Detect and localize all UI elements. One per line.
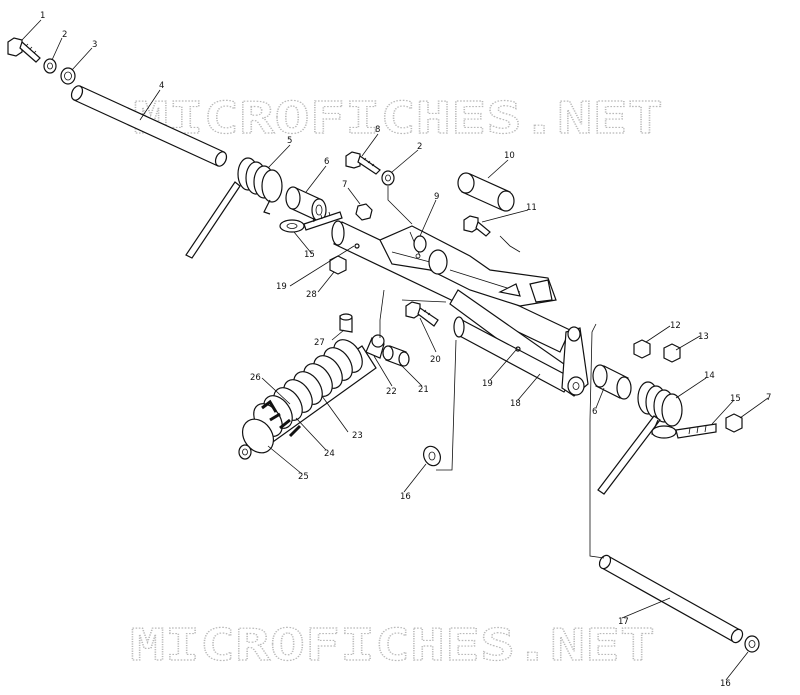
part-13-nut bbox=[663, 343, 681, 363]
part-17-shaft bbox=[598, 554, 744, 644]
label-1: 1 bbox=[40, 11, 45, 21]
label-7-left: 7 bbox=[342, 180, 347, 190]
part-19-grease-fitting bbox=[515, 346, 521, 352]
watermark-top: MICROFICHES.NET bbox=[133, 93, 663, 144]
label-5: 5 bbox=[287, 136, 292, 146]
label-20: 20 bbox=[430, 355, 441, 365]
part-7-nut-left bbox=[355, 203, 373, 221]
label-23: 23 bbox=[352, 431, 363, 441]
part-20-bolt bbox=[405, 301, 439, 327]
part-14-torsion-spring bbox=[597, 381, 683, 495]
label-17: 17 bbox=[618, 617, 629, 627]
part-28-nut bbox=[329, 255, 347, 275]
assembly-guide-lines bbox=[379, 186, 605, 559]
label-6-right: 6 bbox=[592, 407, 597, 417]
label-15-left: 15 bbox=[304, 250, 315, 260]
part-2-washer-mid bbox=[381, 170, 395, 186]
part-16-washer-mid bbox=[423, 445, 441, 467]
part-3-washer bbox=[60, 67, 76, 85]
part-5-torsion-spring bbox=[185, 157, 283, 259]
part-9-arm-bracket bbox=[379, 225, 557, 307]
label-16-bottom: 16 bbox=[720, 679, 731, 689]
label-19-left: 19 bbox=[276, 282, 287, 292]
part-shock-absorber bbox=[238, 334, 385, 460]
label-25: 25 bbox=[298, 472, 309, 482]
part-arm-plate-right bbox=[561, 326, 589, 397]
label-11: 11 bbox=[526, 203, 537, 213]
label-19-right: 19 bbox=[482, 379, 493, 389]
part-12-nut bbox=[633, 339, 651, 359]
watermark-bottom: MICROFICHES.NET bbox=[130, 620, 655, 671]
part-19-grease-fitting-upper bbox=[354, 243, 360, 249]
part-27-bushing bbox=[339, 313, 353, 333]
label-9: 9 bbox=[434, 192, 439, 202]
leader-lines bbox=[21, 19, 769, 681]
label-13: 13 bbox=[698, 332, 709, 342]
label-7-right: 7 bbox=[766, 393, 771, 403]
part-15-eye-bolt bbox=[279, 211, 343, 233]
label-14: 14 bbox=[704, 371, 715, 381]
label-15-right: 15 bbox=[730, 394, 741, 404]
part-8-bolt bbox=[345, 151, 381, 175]
label-12: 12 bbox=[670, 321, 681, 331]
part-21-spacer bbox=[382, 345, 410, 367]
label-21: 21 bbox=[418, 385, 429, 395]
label-2-mid: 2 bbox=[417, 142, 422, 152]
label-6-left: 6 bbox=[324, 157, 329, 167]
label-8: 8 bbox=[375, 125, 380, 135]
part-7-nut-right bbox=[725, 413, 743, 433]
part-1-bolt bbox=[7, 37, 41, 63]
part-20-grease-fitting-upper bbox=[415, 253, 421, 259]
label-24: 24 bbox=[324, 449, 335, 459]
label-28: 28 bbox=[306, 290, 317, 300]
part-15-eye-bolt-right bbox=[651, 423, 717, 439]
part-6-bushing-left bbox=[285, 186, 327, 222]
label-18: 18 bbox=[510, 399, 521, 409]
part-10-bushing bbox=[457, 172, 515, 212]
label-4: 4 bbox=[159, 81, 164, 91]
label-27: 27 bbox=[314, 338, 325, 348]
part-11-bolt bbox=[463, 215, 491, 237]
label-26: 26 bbox=[250, 373, 261, 383]
label-22: 22 bbox=[386, 387, 397, 397]
part-4-shaft bbox=[70, 85, 228, 167]
part-2-washer bbox=[43, 58, 57, 74]
part-16-washer-bottom bbox=[744, 635, 760, 653]
label-2-top: 2 bbox=[62, 30, 67, 40]
label-10: 10 bbox=[504, 151, 515, 161]
label-3: 3 bbox=[92, 40, 97, 50]
part-18-lower-tube bbox=[449, 289, 585, 395]
part-6-bushing-right bbox=[592, 364, 632, 400]
label-16-mid: 16 bbox=[400, 492, 411, 502]
